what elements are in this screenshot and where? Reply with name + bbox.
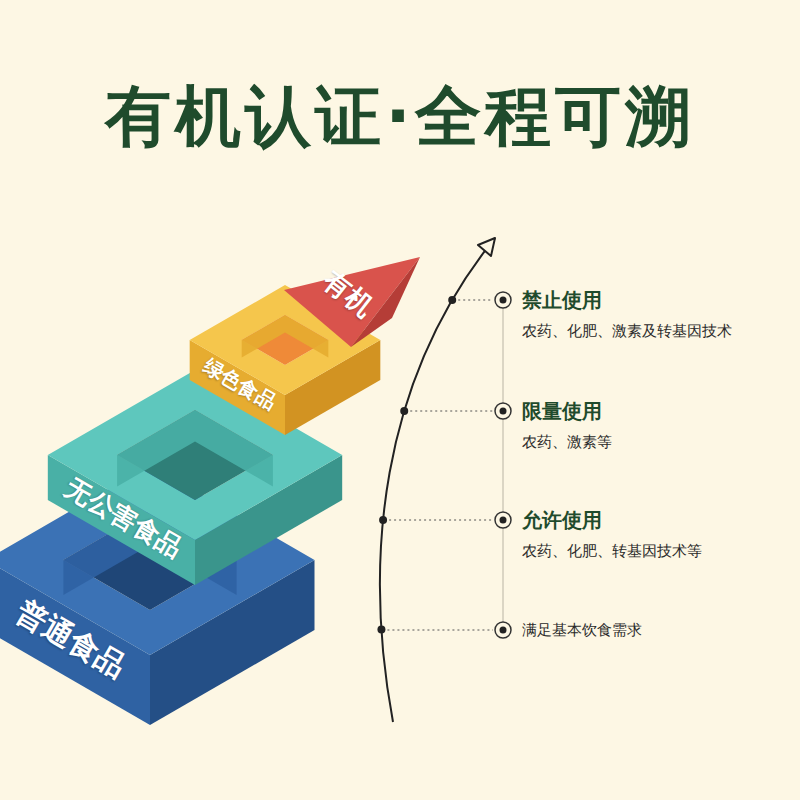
leader-line: [410, 411, 493, 412]
block-inner-wall: [242, 315, 329, 358]
curve-dot: [448, 296, 456, 304]
leader-line: [389, 520, 493, 521]
level-detail: 农药、化肥、转基因技术等: [522, 542, 702, 561]
bullet-dot: [500, 408, 507, 415]
curve-dot: [400, 407, 408, 415]
level-detail: 农药、激素等: [522, 433, 612, 452]
level-marks: [377, 292, 511, 638]
arrow-head: [478, 238, 495, 256]
growth-arrow: [380, 238, 495, 722]
pyramid-face: [284, 257, 420, 347]
bullet-dot: [500, 297, 507, 304]
block-hole: [117, 410, 273, 500]
page-title: 有机认证·全程可溯: [0, 72, 800, 162]
bullet-ring: [495, 512, 511, 528]
block-inner-wall: [117, 410, 273, 487]
food-pyramid: [0, 257, 420, 725]
bullet-ring: [495, 403, 511, 419]
level-heading: 允许使用: [522, 507, 602, 534]
guide-line: [503, 300, 504, 630]
leader-line: [387, 630, 493, 631]
level-detail: 满足基本饮食需求: [522, 621, 642, 640]
leader-line: [458, 300, 493, 301]
bullet-dot: [500, 627, 507, 634]
level-heading: 禁止使用: [522, 287, 602, 314]
block-hole: [242, 315, 329, 365]
bullet-ring: [495, 292, 511, 308]
level-heading: 限量使用: [522, 398, 602, 425]
bullet-dot: [500, 517, 507, 524]
curve-dot: [377, 626, 385, 634]
bullet-ring: [495, 622, 511, 638]
level-detail: 农药、化肥、激素及转基因技术: [522, 322, 732, 341]
curve-dot: [379, 516, 387, 524]
